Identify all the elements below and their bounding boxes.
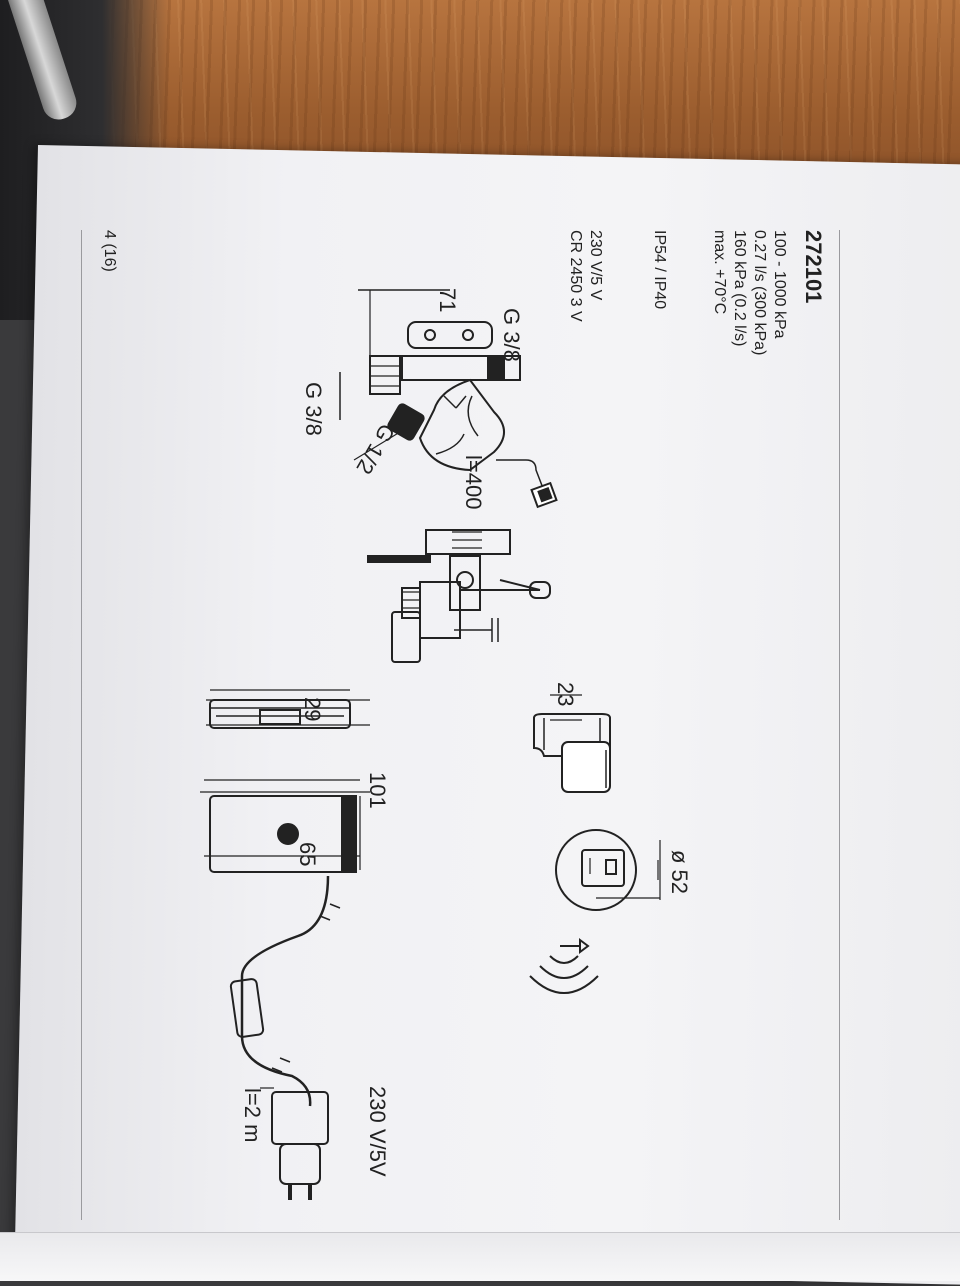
wireless-signal-icon — [529, 938, 599, 994]
sensor-box-side-view — [206, 689, 370, 729]
sensor-box-front-view — [200, 779, 370, 1200]
remote-front-view — [555, 829, 661, 911]
valve-top-view — [339, 289, 558, 509]
technical-drawing — [200, 289, 661, 1200]
power-plug-icon — [271, 1091, 329, 1200]
page-bottom-strip — [0, 1232, 960, 1281]
valve-front-view — [367, 529, 551, 663]
technical-document: 272101 100 - 1000 kPa 0.27 l/s (300 kPa)… — [40, 160, 840, 1260]
remote-side-view — [533, 694, 611, 793]
